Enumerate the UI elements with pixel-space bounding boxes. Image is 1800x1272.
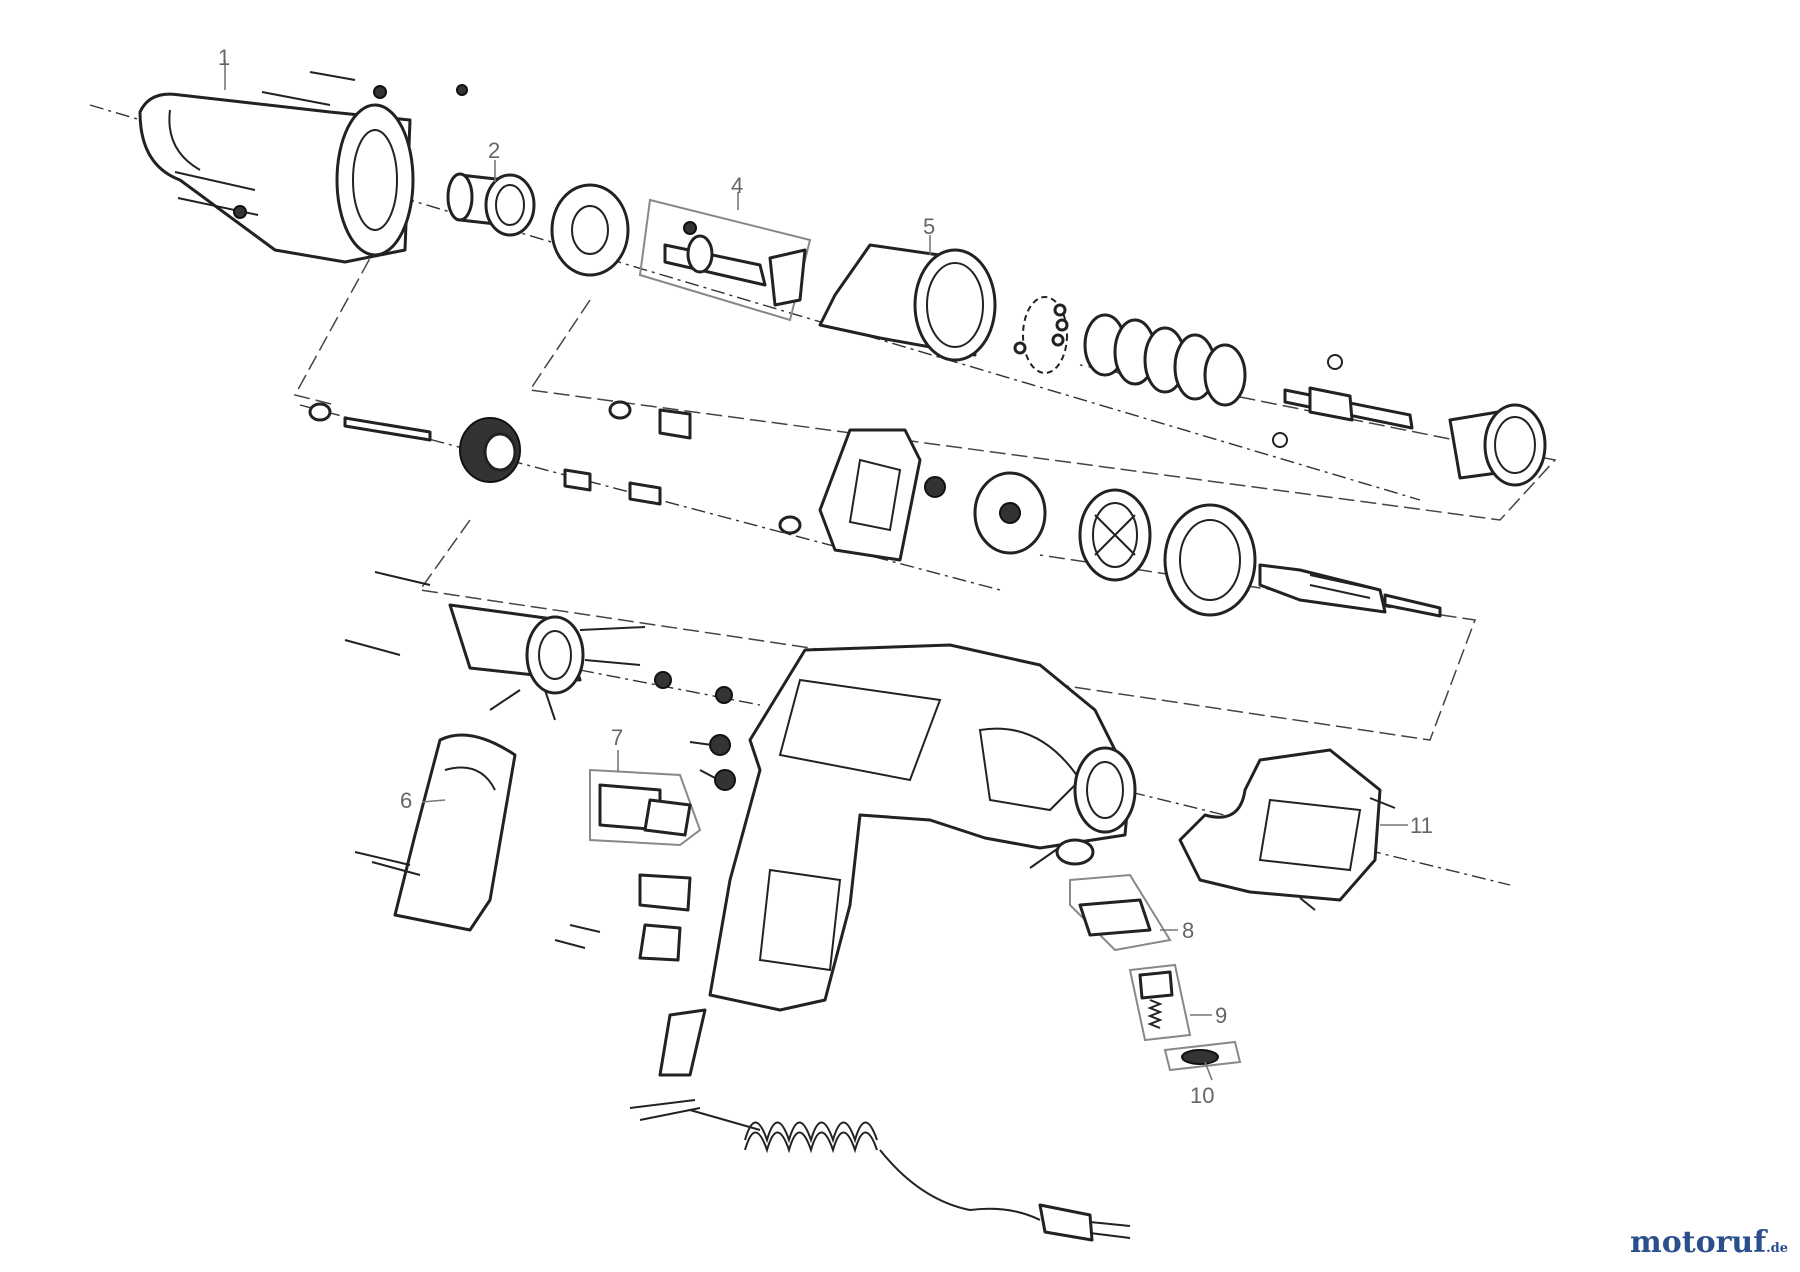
fan-wheel bbox=[1078, 488, 1152, 582]
stator bbox=[344, 571, 733, 721]
callout-10: 10 bbox=[1190, 1083, 1214, 1108]
brush-holder-plate bbox=[818, 428, 946, 562]
cord-grommet bbox=[658, 1008, 707, 1077]
cord-clamps bbox=[554, 873, 692, 962]
callout-11: 11 bbox=[1410, 813, 1433, 838]
housing-screws bbox=[174, 71, 468, 219]
drive-gear bbox=[1448, 403, 1547, 487]
callout-labels: 1 2 4 5 6 7 8 9 10 11 bbox=[218, 45, 1433, 1108]
gear-housing bbox=[138, 71, 468, 264]
leader-lines bbox=[224, 60, 1408, 1081]
ball-ring bbox=[1013, 296, 1069, 374]
callout-2: 2 bbox=[488, 138, 500, 163]
callout-7: 7 bbox=[611, 725, 623, 750]
callout-6: 6 bbox=[400, 788, 412, 813]
power-cord bbox=[629, 1099, 1131, 1242]
brand-suffix: .de bbox=[1766, 1241, 1788, 1256]
hammer-cylinder bbox=[818, 243, 997, 362]
fan-baffle bbox=[973, 471, 1047, 555]
main-housing bbox=[708, 643, 1137, 1012]
carbon-brush bbox=[1128, 963, 1192, 1042]
brush-cover bbox=[1163, 1040, 1242, 1072]
drive-shaft bbox=[1272, 354, 1414, 448]
callout-8: 8 bbox=[1182, 918, 1194, 943]
switch bbox=[589, 734, 736, 847]
gear-pin-row bbox=[308, 400, 802, 535]
group-outlines bbox=[293, 239, 1557, 741]
armature bbox=[1258, 563, 1442, 618]
callout-5: 5 bbox=[923, 214, 935, 239]
ring-washer bbox=[550, 183, 630, 277]
brand-name: motoruf bbox=[1629, 1225, 1767, 1260]
handle-cover bbox=[354, 733, 517, 932]
callout-4: 4 bbox=[731, 173, 743, 198]
hammer-spring bbox=[1083, 313, 1247, 407]
bearing-sleeve bbox=[446, 172, 536, 237]
nose-cover bbox=[1178, 748, 1396, 911]
spindle bbox=[638, 198, 812, 322]
callout-1: 1 bbox=[218, 45, 230, 70]
brush-cap-holder bbox=[1029, 838, 1172, 952]
callout-9: 9 bbox=[1215, 1003, 1227, 1028]
fan-ring bbox=[1163, 503, 1257, 617]
brand-logo: motoruf.de bbox=[1630, 1225, 1788, 1260]
